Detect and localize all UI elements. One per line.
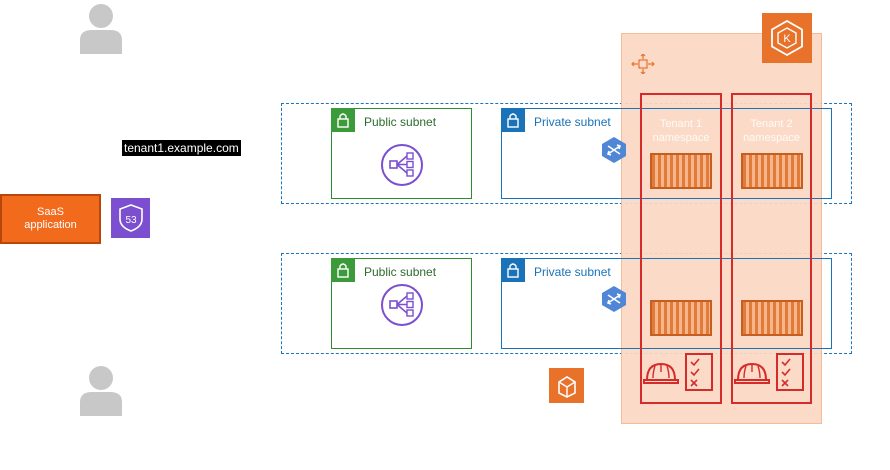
user-icon-top — [78, 2, 124, 54]
container-pod-icon — [741, 153, 803, 189]
private-subnet-label: Private subnet — [534, 265, 611, 279]
container-pod-icon — [741, 300, 803, 336]
container-pod-icon — [650, 300, 712, 336]
saas-application-box: SaaS application — [0, 194, 101, 244]
public-subnet-label: Public subnet — [364, 265, 437, 279]
saas-app-line1: SaaS — [37, 206, 64, 218]
namespace-title: Tenant 1 — [659, 118, 703, 130]
load-balancer-icon — [380, 143, 424, 192]
tenant-domain-label: tenant1.example.com — [122, 140, 241, 156]
saas-app-line2: application — [24, 219, 77, 231]
hardhat-icon — [643, 358, 679, 393]
checklist-icon — [684, 352, 714, 397]
namespace-title: Tenant 2 — [750, 118, 793, 130]
private-subnet-2: Private subnet — [501, 258, 832, 349]
public-subnet-1: Public subnet — [331, 108, 472, 199]
load-balancer-icon — [380, 283, 424, 332]
move-handle-icon — [630, 53, 656, 79]
private-subnet-label: Private subnet — [534, 115, 611, 129]
private-subnet-1: Private subnet — [501, 108, 832, 199]
router-icon — [600, 136, 628, 169]
lock-icon — [331, 108, 355, 132]
ecr-icon — [549, 368, 584, 403]
lock-icon — [501, 108, 525, 132]
eks-letter: K — [783, 33, 791, 45]
eks-icon: K — [762, 13, 812, 63]
public-subnet-2: Public subnet — [331, 258, 472, 349]
router-icon — [600, 285, 628, 318]
container-pod-icon — [650, 153, 712, 189]
public-subnet-label: Public subnet — [364, 115, 437, 129]
lock-icon — [331, 258, 355, 282]
tenant-2-namespace: Tenant 2 namespace — [731, 93, 812, 404]
availability-zone-2 — [281, 253, 852, 354]
route53-number: 53 — [125, 215, 137, 226]
lock-icon — [501, 258, 525, 282]
user-icon-bottom — [78, 364, 124, 416]
checklist-icon — [775, 352, 805, 397]
tenant-1-namespace: Tenant 1 namespace — [640, 93, 722, 404]
hardhat-icon — [734, 358, 770, 393]
namespace-subtitle: namespace — [743, 132, 800, 144]
namespace-subtitle: namespace — [652, 132, 710, 144]
route53-icon: 53 — [111, 198, 150, 238]
availability-zone-1 — [281, 103, 852, 204]
